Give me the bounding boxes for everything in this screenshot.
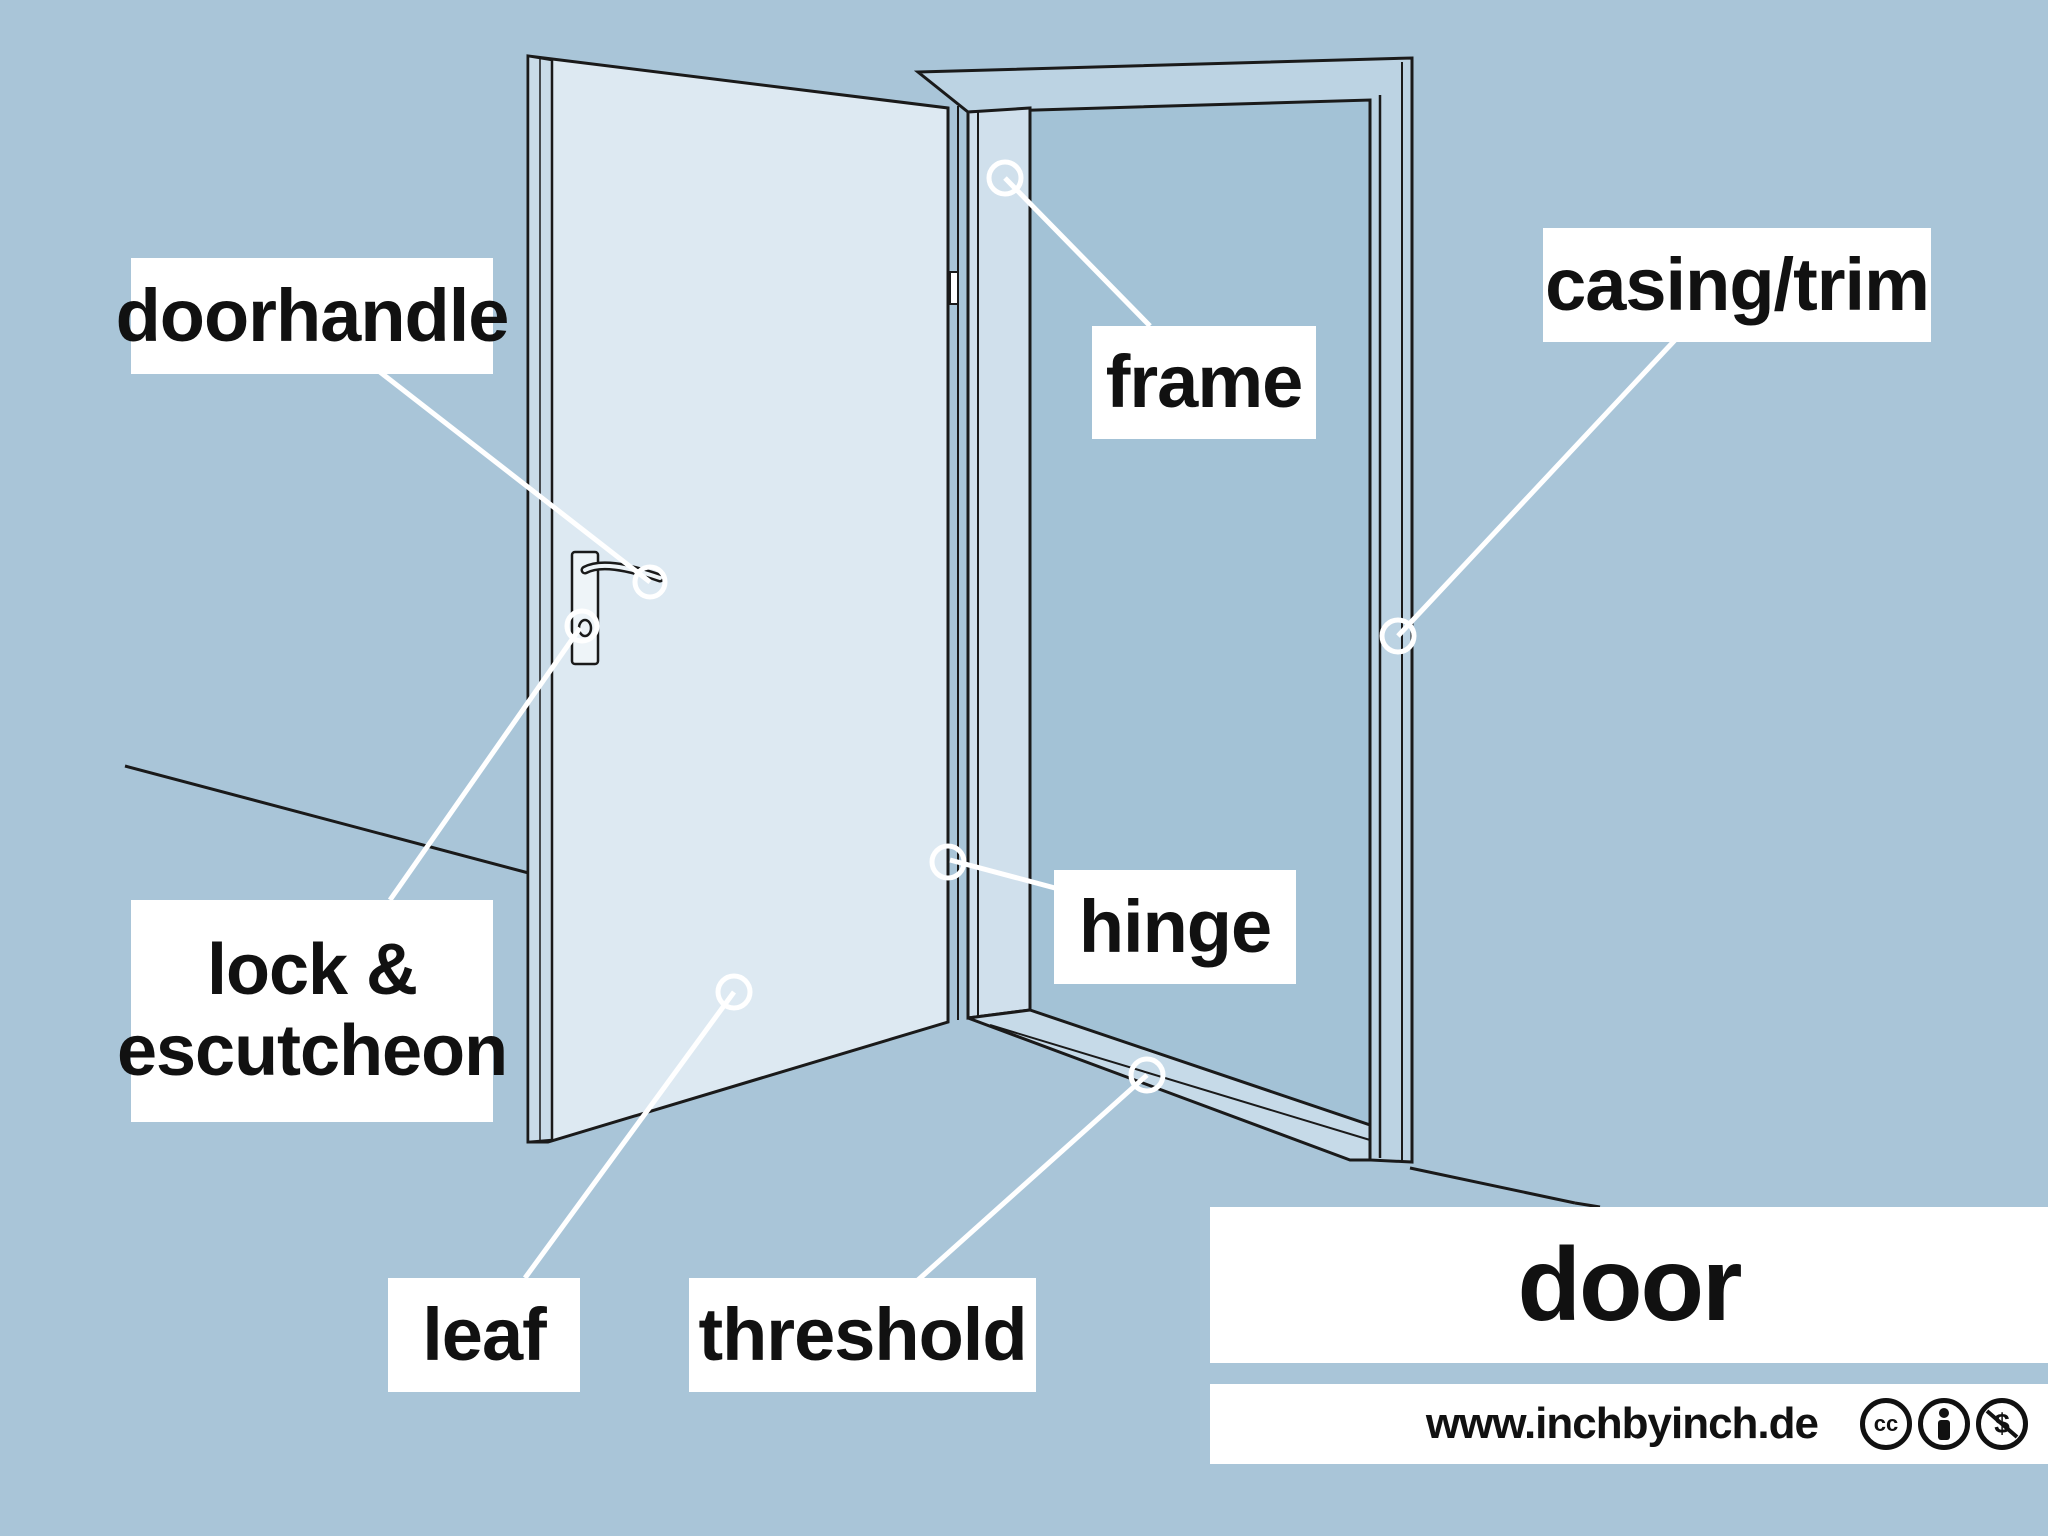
marker-frame xyxy=(986,159,1024,197)
leader-lines xyxy=(378,176,1677,1282)
label-doorhandle: doorhandle xyxy=(116,258,509,374)
pointer-circles xyxy=(564,159,1417,1094)
cc-icon: cc xyxy=(1860,1398,1912,1450)
leader-casing xyxy=(1396,338,1677,638)
threshold-shape xyxy=(967,1008,1372,1162)
page-title: door xyxy=(1517,1226,1742,1343)
label-casing-trim: casing/trim xyxy=(1543,228,1931,342)
credit-bar: www.inchbyinch.de cc $ xyxy=(1210,1384,2048,1464)
leader-leaf xyxy=(522,990,737,1280)
label-frame: frame xyxy=(1092,326,1316,439)
upper-hinge xyxy=(949,271,959,305)
label-lock-escutcheon: lock & escutcheon xyxy=(117,900,508,1122)
by-person-icon xyxy=(1918,1398,1970,1450)
credit-url[interactable]: www.inchbyinch.de xyxy=(1425,1399,1819,1448)
leader-doorhandle xyxy=(378,370,652,584)
marker-threshold xyxy=(1128,1056,1166,1094)
marker-hinge xyxy=(929,843,967,881)
leader-threshold xyxy=(916,1073,1149,1282)
label-hinge: hinge xyxy=(1054,870,1296,984)
marker-casing xyxy=(1379,617,1417,655)
marker-leaf xyxy=(715,973,753,1011)
label-leaf: leaf xyxy=(388,1278,580,1392)
noncommercial-icon: $ xyxy=(1976,1398,2028,1450)
floor-line xyxy=(124,764,1576,1205)
label-threshold: threshold xyxy=(689,1278,1036,1392)
title-box: door xyxy=(1210,1207,2048,1363)
marker-doorhandle xyxy=(632,564,668,600)
license-badges: cc $ xyxy=(1860,1398,2028,1450)
marker-lock xyxy=(564,608,600,644)
leader-hinge xyxy=(949,857,1056,891)
leader-frame xyxy=(1003,176,1152,328)
leader-lock xyxy=(387,626,583,902)
